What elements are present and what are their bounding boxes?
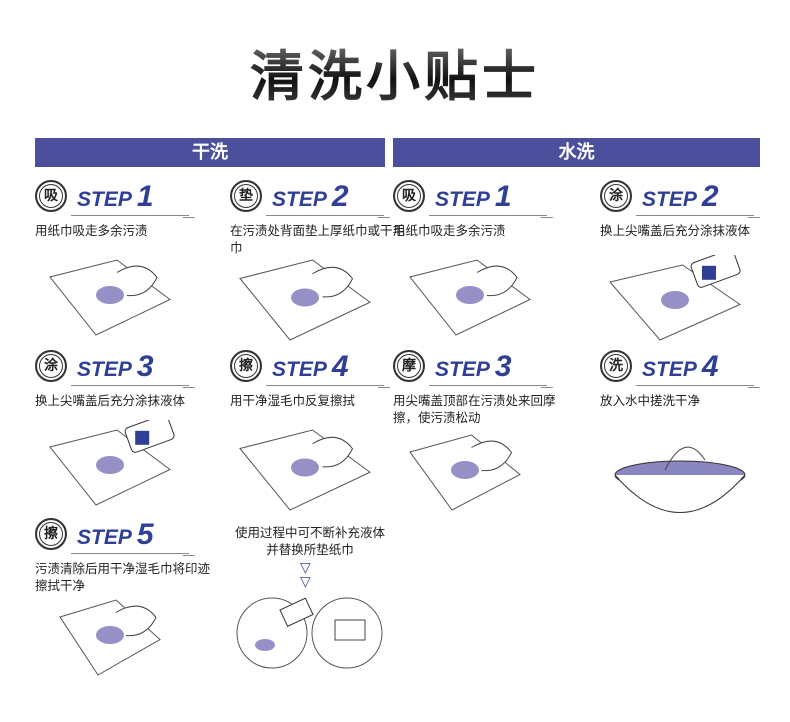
- step-word: STEP: [77, 526, 132, 549]
- divider: [266, 385, 384, 386]
- step-number: 1: [494, 180, 512, 213]
- dry-step-1-illustration: [40, 250, 180, 344]
- wet-step-3-illustration: [400, 425, 530, 519]
- dry-step-2-illustration: [230, 250, 380, 349]
- step-number: 3: [494, 350, 512, 383]
- dry-step-4-illustration: [230, 420, 380, 519]
- section-header-dry: 干洗: [35, 138, 385, 167]
- step-description: 换上尖嘴盖后充分涂抹液体: [600, 223, 751, 238]
- divider: [266, 215, 384, 216]
- refill-illustration: [235, 595, 385, 674]
- step-word: STEP: [272, 358, 327, 381]
- step-description: 用尖嘴盖顶部在污渍处来回摩擦，使污渍松动: [393, 393, 556, 425]
- step-word: STEP: [642, 358, 697, 381]
- step-description: 放入水中搓洗干净: [600, 393, 701, 408]
- step-word: STEP: [435, 188, 490, 211]
- step-badge-icon: 吸: [35, 180, 67, 212]
- dry-step-5-illustration: [50, 590, 170, 684]
- step-word: STEP: [642, 188, 697, 211]
- step-number: 1: [136, 180, 154, 213]
- step-description: 换上尖嘴盖后充分涂抹液体: [35, 393, 186, 408]
- divider: [636, 385, 754, 386]
- wet-step-4-illustration: [605, 420, 755, 524]
- divider: [429, 385, 547, 386]
- step-badge-icon: 涂: [35, 350, 67, 382]
- step-badge-icon: 垫: [230, 180, 262, 212]
- divider: [636, 215, 754, 216]
- step-description: 用干净湿毛巾反复擦拭: [230, 393, 356, 408]
- step-badge-icon: 涂: [600, 180, 632, 212]
- step-number: 2: [701, 180, 719, 213]
- step-number: 4: [701, 350, 719, 383]
- step-description: 在污渍处背面垫上厚纸巾或干毛巾: [230, 223, 406, 255]
- wet-step-2-illustration: [600, 249, 750, 349]
- arrow-down-icon: ▽: [300, 574, 311, 590]
- step-number: 3: [136, 350, 154, 383]
- step-number: 4: [331, 350, 349, 383]
- step-badge-icon: 擦: [35, 518, 67, 550]
- wet-step-1-illustration: [400, 250, 540, 344]
- step-description: 污渍清除后用干净湿毛巾将印迹擦拭干净: [35, 561, 211, 593]
- step-word: STEP: [77, 358, 132, 381]
- step-word: STEP: [435, 358, 490, 381]
- divider: [71, 215, 189, 216]
- dry-step-3-illustration: [40, 414, 180, 514]
- step-word: STEP: [77, 188, 132, 211]
- tip-note: 使用过程中可不断补充液体并替换所垫纸巾: [235, 525, 386, 557]
- step-number: 2: [331, 180, 349, 213]
- step-badge-icon: 吸: [393, 180, 425, 212]
- section-header-wet: 水洗: [393, 138, 760, 167]
- divider: [429, 215, 547, 216]
- step-number: 5: [136, 518, 154, 551]
- step-description: 用纸巾吸走多余污渍: [35, 223, 148, 238]
- page-title: 清洗小贴士: [0, 32, 790, 111]
- step-word: STEP: [272, 188, 327, 211]
- step-description: 用纸巾吸走多余污渍: [393, 223, 506, 238]
- divider: [71, 385, 189, 386]
- step-badge-icon: 擦: [230, 350, 262, 382]
- step-badge-icon: 摩: [393, 350, 425, 382]
- divider: [71, 553, 189, 554]
- step-badge-icon: 洗: [600, 350, 632, 382]
- arrow-down-icon: ▽: [300, 560, 311, 576]
